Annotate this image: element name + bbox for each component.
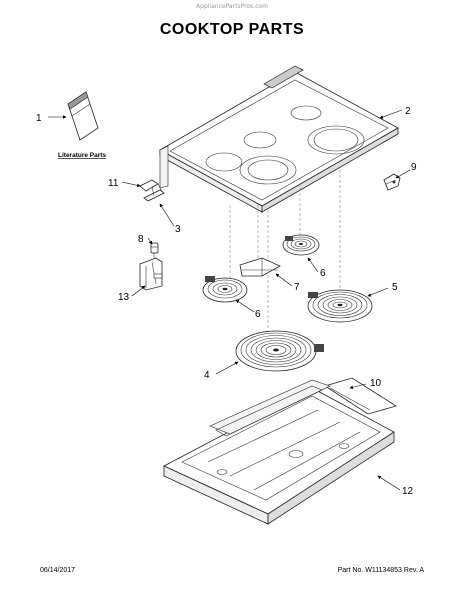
callout-4-leader — [215, 361, 239, 375]
callout-6-lower: 6 — [255, 309, 261, 320]
callout-6-lower-leader — [235, 299, 255, 313]
callout-6-upper-leader — [307, 257, 319, 273]
connector-part-8 — [150, 242, 159, 258]
literature-parts-label: Literature Parts — [58, 152, 106, 159]
medium-element-part — [307, 289, 373, 323]
callout-9: 9 — [411, 162, 417, 173]
callout-7-leader — [275, 273, 293, 287]
watermark-text: AppliancePartsPros.com — [196, 3, 268, 10]
callout-10-leader — [349, 383, 367, 390]
callout-8-leader — [147, 237, 153, 245]
callout-2: 2 — [405, 106, 411, 117]
switch-bracket-part — [139, 257, 163, 291]
callout-9-leader — [395, 169, 411, 179]
footer-date: 06/14/2017 — [40, 567, 76, 574]
callout-2-leader — [379, 109, 403, 119]
callout-7: 7 — [294, 282, 300, 293]
rear-trim-part — [324, 377, 397, 415]
bracket-part-9 — [383, 173, 401, 191]
footer-part-number: Part No. W11134853 Rev. A — [337, 567, 424, 574]
literature-booklet-part — [67, 91, 99, 141]
callout-10: 10 — [370, 378, 382, 389]
callout-1: 1 — [36, 113, 42, 124]
small-element-upper-part — [282, 234, 320, 256]
burner-box-part — [163, 379, 395, 525]
callout-12-leader — [377, 475, 401, 491]
large-element-part — [235, 330, 324, 372]
element-bracket-part — [239, 257, 281, 277]
callout-11: 11 — [108, 178, 119, 189]
callout-13-leader — [131, 285, 146, 297]
callout-3-leader — [159, 203, 175, 227]
callout-6-upper: 6 — [320, 268, 326, 279]
callout-12: 12 — [402, 486, 414, 497]
callout-13: 13 — [118, 292, 130, 303]
callout-5-leader — [367, 287, 389, 297]
callout-8: 8 — [138, 234, 144, 245]
switch-assembly-part — [139, 179, 165, 202]
callout-5: 5 — [392, 282, 398, 293]
callout-3: 3 — [175, 224, 181, 235]
callout-4: 4 — [204, 370, 210, 381]
page-title: COOKTOP PARTS — [159, 21, 305, 38]
callout-11-leader — [121, 181, 141, 188]
cooktop-glass-part — [159, 65, 399, 213]
small-element-lower-part — [202, 276, 248, 303]
